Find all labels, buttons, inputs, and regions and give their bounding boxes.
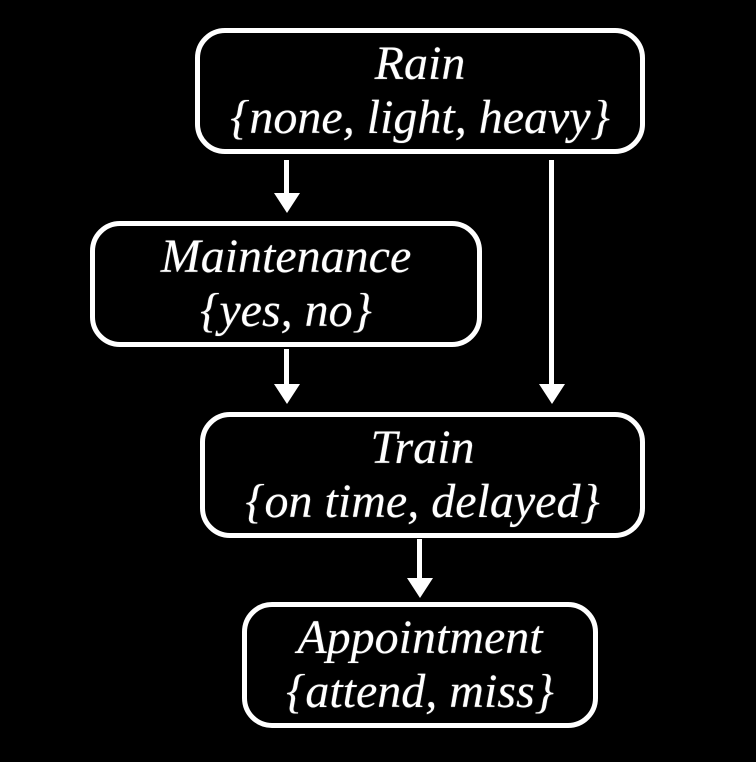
node-appointment-label: Appointment: [297, 611, 543, 664]
edge-rain-to-train-line: [549, 160, 554, 387]
node-appointment: Appointment {attend, miss}: [242, 602, 598, 728]
edge-rain-to-maintenance-line: [284, 160, 289, 196]
node-train-domain: {on time, delayed}: [245, 475, 600, 528]
node-rain: Rain {none, light, heavy}: [195, 28, 645, 154]
node-maintenance-label: Maintenance: [160, 230, 412, 283]
node-rain-domain: {none, light, heavy}: [230, 91, 610, 144]
edge-train-to-appointment-line: [417, 539, 422, 581]
node-maintenance: Maintenance {yes, no}: [90, 221, 482, 347]
edge-maintenance-to-train-line: [284, 349, 289, 387]
arrowhead-down-icon: [274, 384, 300, 404]
node-train-label: Train: [370, 421, 475, 474]
arrowhead-down-icon: [407, 578, 433, 598]
node-rain-label: Rain: [374, 37, 466, 90]
arrowhead-down-icon: [274, 193, 300, 213]
node-train: Train {on time, delayed}: [200, 412, 645, 538]
node-maintenance-domain: {yes, no}: [200, 284, 372, 337]
node-appointment-domain: {attend, miss}: [286, 665, 554, 718]
arrowhead-down-icon: [539, 384, 565, 404]
